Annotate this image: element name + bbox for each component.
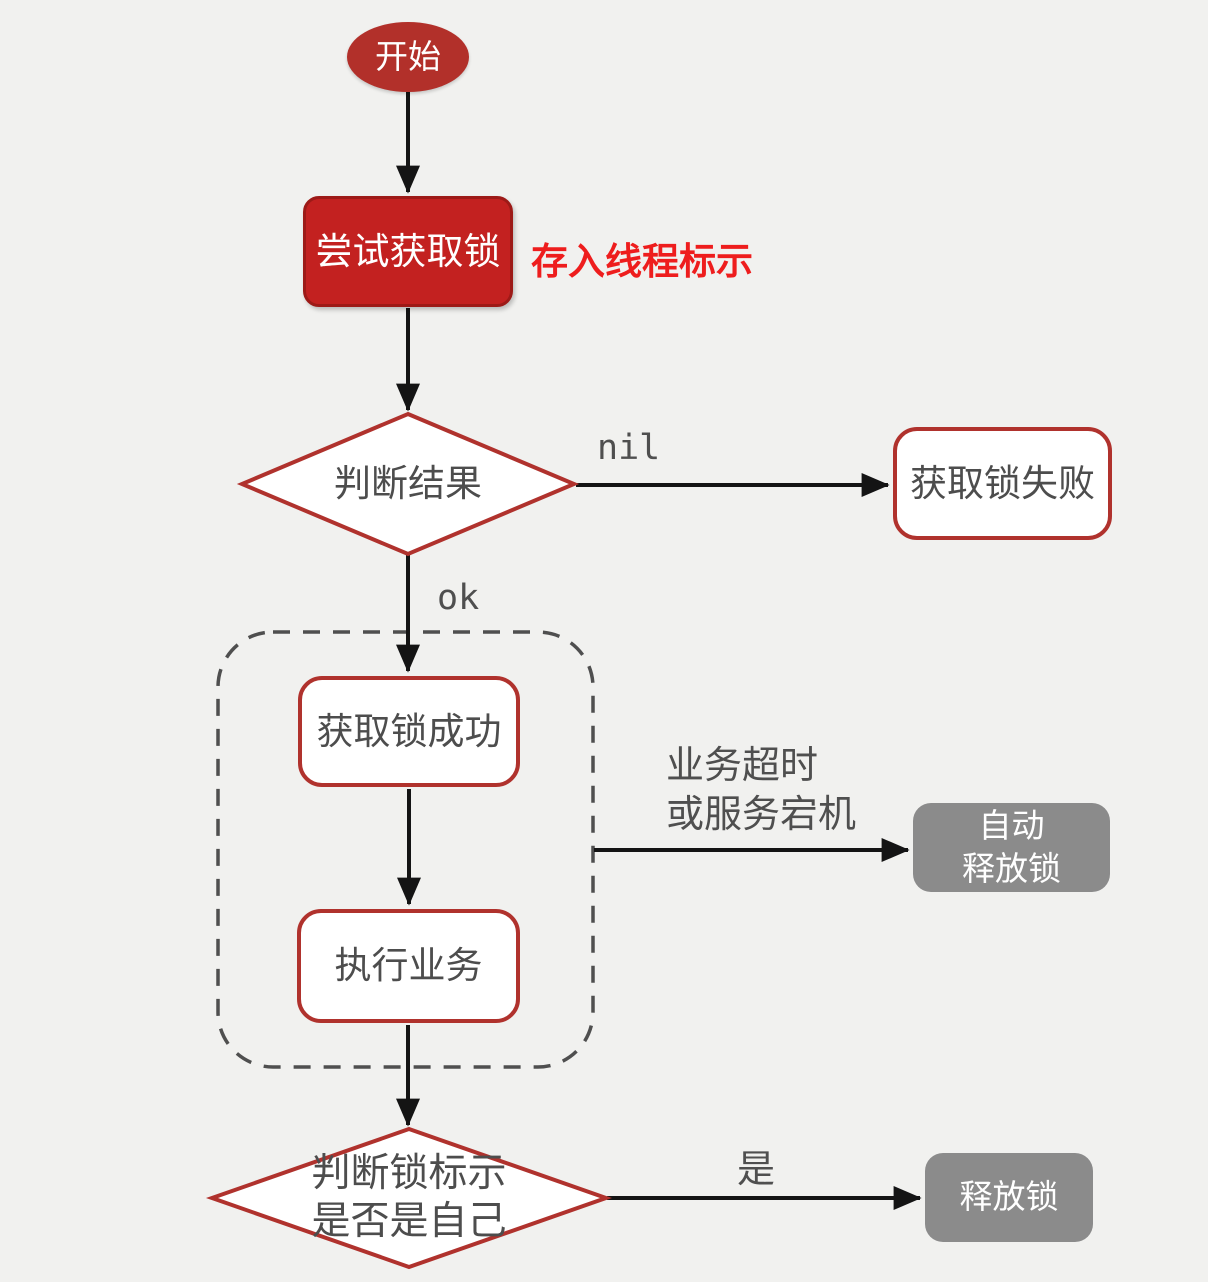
edge-label-nil: nil: [597, 428, 661, 468]
auto-release-line2: 释放锁: [962, 849, 1061, 887]
judge-owner-line1: 判断锁标示: [311, 1152, 507, 1196]
lock-failed-node: 获取锁失败: [893, 427, 1112, 540]
judge-owner-label: 判断锁标示 是否是自己: [212, 1129, 606, 1267]
auto-release-line1: 自动: [978, 807, 1045, 845]
judge-owner-line2: 是否是自己: [311, 1200, 507, 1243]
judge-result-diamond: [236, 411, 580, 557]
edge-label-timeout: 业务超时 或服务宕机: [666, 742, 856, 841]
try-lock-node-label: 尝试获取锁: [315, 230, 501, 272]
exec-business-node-label: 执行业务: [334, 945, 483, 987]
release-lock-node-label: 释放锁: [959, 1178, 1059, 1216]
lock-success-node-label: 获取锁成功: [316, 710, 502, 752]
lock-failed-node-label: 获取锁失败: [910, 462, 1095, 504]
lock-success-node: 获取锁成功: [298, 676, 520, 787]
edge-label-yes: 是: [737, 1149, 776, 1191]
edge-label-timeout-line2: 或服务宕机: [666, 794, 857, 837]
exec-business-node: 执行业务: [297, 909, 520, 1023]
release-lock-node: 释放锁: [925, 1153, 1093, 1242]
store-thread-id-annotation: 存入线程标示: [531, 241, 753, 282]
start-node: 开始: [347, 22, 469, 92]
edge-label-ok: ok: [437, 578, 480, 618]
judge-owner-diamond: [205, 1126, 613, 1270]
start-node-label: 开始: [375, 37, 441, 75]
edge-label-timeout-line1: 业务超时: [666, 745, 819, 787]
auto-release-node: 自动 释放锁: [913, 803, 1110, 892]
judge-result-label: 判断结果: [334, 463, 482, 505]
lock-held-group-outline: [216, 630, 595, 1069]
try-lock-node: 尝试获取锁: [303, 196, 513, 307]
